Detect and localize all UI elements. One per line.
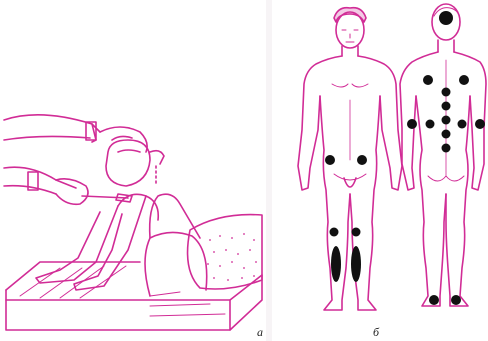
panel-b-label: б: [373, 325, 379, 340]
panel-a-label: а: [257, 325, 263, 340]
back-point-heel-right: [451, 295, 461, 305]
front-view-figure: [298, 8, 402, 310]
patient-body: [36, 194, 207, 296]
back-view-figure: [400, 4, 486, 306]
front-zone-shin-right: [351, 246, 361, 282]
back-point-elbow-right: [475, 119, 485, 129]
back-point-spine-2: [442, 102, 451, 111]
back-point-spine-5: [442, 144, 451, 153]
arm-with-jug: [4, 115, 147, 152]
back-point-spine-3: [442, 116, 451, 125]
back-point-spine-4: [442, 130, 451, 139]
procedure-illustration: [0, 0, 266, 341]
back-point-shoulder-left: [423, 75, 433, 85]
body-diagrams: [272, 0, 488, 341]
water-jug: [106, 140, 164, 186]
back-point-paraspinal-left: [426, 120, 435, 129]
panel-a-procedure: [0, 0, 266, 341]
blanket: [188, 215, 262, 289]
front-point-knee-right: [352, 228, 361, 237]
front-zone-shin-left: [331, 246, 341, 282]
front-point-hip-left: [325, 155, 335, 165]
back-point-shoulder-right: [459, 75, 469, 85]
back-point-heel-left: [429, 295, 439, 305]
couch: [6, 262, 262, 330]
back-point-paraspinal-right: [458, 120, 467, 129]
back-point-elbow-left: [407, 119, 417, 129]
front-point-knee-left: [330, 228, 339, 237]
panel-b-body-points: [272, 0, 488, 341]
arm-with-brush: [4, 167, 132, 204]
back-point-spine-1: [442, 88, 451, 97]
back-point-crown: [439, 11, 453, 25]
front-point-hip-right: [357, 155, 367, 165]
